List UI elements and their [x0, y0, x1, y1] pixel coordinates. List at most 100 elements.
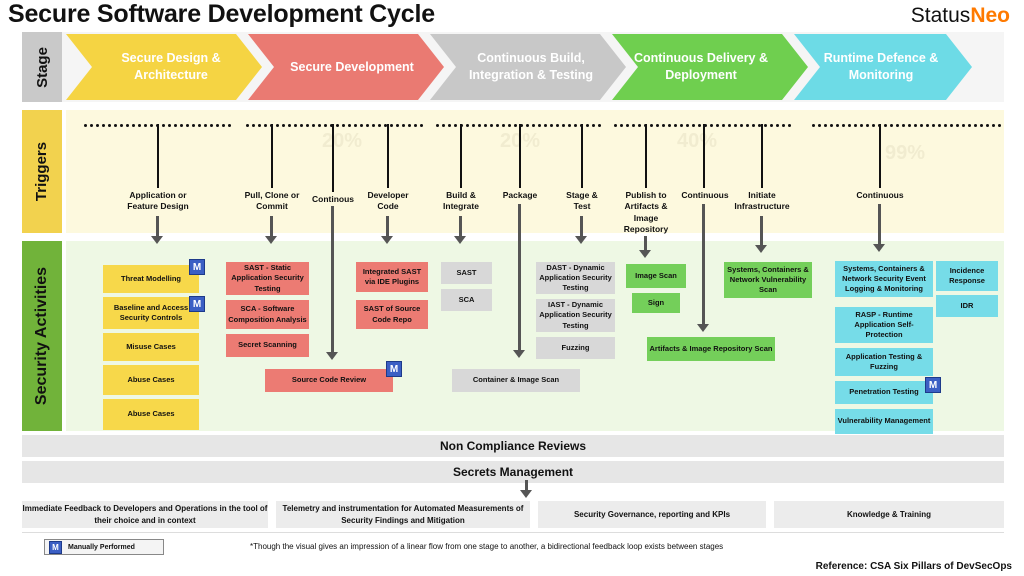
timeline-dot [568, 124, 571, 127]
bar-secrets-management: Secrets Management [22, 461, 1004, 483]
trigger-stem [332, 124, 334, 192]
footer-feedback: Immediate Feedback to Developers and Ope… [22, 501, 268, 528]
trigger-app-design: Application or Feature Design [127, 190, 189, 212]
arrow-head [454, 236, 466, 244]
arrow-head [520, 490, 532, 498]
arrow-head [575, 236, 587, 244]
timeline-dot [276, 124, 279, 127]
timeline-dot [414, 124, 417, 127]
timeline-dot [384, 124, 387, 127]
timeline-dot [674, 124, 677, 127]
timeline-dot [508, 124, 511, 127]
timeline-dot [216, 124, 219, 127]
stage-label-3: Continuous Delivery & Deployment [633, 51, 769, 82]
manual-badge-icon: M [189, 296, 205, 312]
trigger-continuous-3: Continuous [856, 190, 904, 200]
activity-incidence-response: Incidence Response [936, 261, 998, 291]
activity-sast: SAST [441, 262, 492, 284]
timeline-dot [336, 124, 339, 127]
manual-badge-icon: M [49, 540, 62, 554]
timeline-dot [626, 124, 629, 127]
trigger-stem [879, 124, 881, 188]
timeline-dot [884, 124, 887, 127]
arrow-head [513, 350, 525, 358]
timeline-dot [968, 124, 971, 127]
timeline-dot [950, 124, 953, 127]
timeline-dot [526, 124, 529, 127]
trigger-dev-code: Developer Code [367, 190, 409, 212]
timeline-dot [956, 124, 959, 127]
arrow-head [381, 236, 393, 244]
arrow-head [639, 250, 651, 258]
timeline-dot [614, 124, 617, 127]
timeline-dot [776, 124, 779, 127]
arrow-head [873, 244, 885, 252]
trigger-stem [271, 124, 273, 188]
timeline-dot [514, 124, 517, 127]
activity-secret-scanning: Secret Scanning [226, 334, 309, 357]
timeline-dot [174, 124, 177, 127]
timeline-dot [306, 124, 309, 127]
timeline-dot [836, 124, 839, 127]
activity-threat-modelling: Threat Modelling [103, 265, 199, 293]
timeline-dot [830, 124, 833, 127]
timeline-dot [788, 124, 791, 127]
trigger-stage-test: Stage & Test [566, 190, 598, 212]
page-title: Secure Software Development Cycle [8, 0, 435, 28]
activity-sca-composition: SCA - Software Composition Analysis [226, 300, 309, 329]
timeline-dot [812, 124, 815, 127]
trigger-infra: Initiate Infrastructure [734, 190, 790, 212]
activity-baseline-controls: Baseline and Access Security Controls [103, 297, 199, 329]
timeline-dot [932, 124, 935, 127]
timeline-dot [890, 124, 893, 127]
brand-part1: Status [910, 4, 971, 27]
trigger-package: Package [502, 190, 538, 200]
timeline-dot [986, 124, 989, 127]
activity-sca: SCA [441, 289, 492, 311]
flow-arrow [644, 236, 647, 250]
timeline-dot [944, 124, 947, 127]
timeline-dot [710, 124, 713, 127]
flow-arrow [702, 204, 705, 324]
timeline-dot [372, 124, 375, 127]
timeline-dot [258, 124, 261, 127]
divider [22, 532, 1004, 533]
security-row-label: Security Activities [22, 241, 62, 431]
timeline-dot [962, 124, 965, 127]
footer-governance: Security Governance, reporting and KPIs [538, 501, 766, 528]
timeline-dot [408, 124, 411, 127]
timeline-dot [282, 124, 285, 127]
stage-arrow-design [66, 34, 262, 100]
timeline-dot [686, 124, 689, 127]
activity-ide-sast: Integrated SAST via IDE Plugins [356, 262, 428, 292]
timeline-dot [90, 124, 93, 127]
stage-arrow-delivery [612, 34, 808, 100]
timeline-dot [390, 124, 393, 127]
arrow-head [265, 236, 277, 244]
timeline-dot [138, 124, 141, 127]
timeline-dot [222, 124, 225, 127]
timeline-dot [318, 124, 321, 127]
timeline-dot [746, 124, 749, 127]
timeline-dot [692, 124, 695, 127]
activity-dast: DAST - Dynamic Application Security Test… [536, 262, 615, 294]
activity-iast: IAST - Dynamic Application Security Test… [536, 299, 615, 332]
stage-label-0: Secure Design & Architecture [121, 51, 221, 82]
activity-system-vuln-scan: Systems, Containers & Network Vulnerabil… [724, 262, 812, 298]
legend: M Manually Performed [44, 539, 164, 555]
trigger-stem [519, 124, 521, 188]
flow-arrow [760, 216, 763, 246]
timeline-dot [656, 124, 659, 127]
flow-arrow [270, 216, 273, 236]
stage-arrow-development [248, 34, 444, 100]
timeline-dot [330, 124, 333, 127]
flow-arrow [386, 216, 389, 236]
activity-artifact-repo-scan: Artifacts & Image Repository Scan [647, 337, 775, 361]
timeline-dot [782, 124, 785, 127]
timeline-dot [650, 124, 653, 127]
timeline-dot [866, 124, 869, 127]
manual-badge-icon: M [925, 377, 941, 393]
activity-abuse-cases-2: Abuse Cases [103, 399, 199, 430]
timeline-dot [502, 124, 505, 127]
timeline-dot [294, 124, 297, 127]
